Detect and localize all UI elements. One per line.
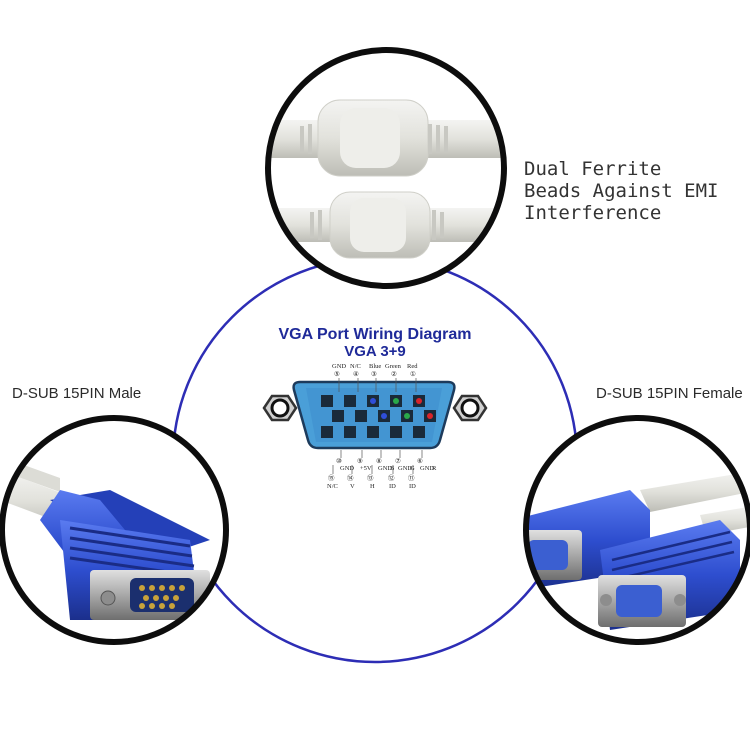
pin-13-num: ⑬ [367, 474, 374, 482]
pin-12-name: ID [389, 483, 396, 490]
pin-14-num: ⑭ [347, 474, 354, 482]
vga-port-diagram: GND ⑤ N/C ④ Blue ③ Green ② Red ① ⑩ GND ⑨… [262, 363, 488, 490]
pin-9-name: +5V [360, 465, 372, 472]
diagram-title: VGA Port Wiring Diagram [278, 326, 472, 343]
top-pin-labels: GND ⑤ N/C ④ Blue ③ Green ② Red ① [332, 363, 418, 378]
pin-1-name: Red [407, 363, 418, 370]
male-connector-photo [0, 415, 229, 645]
pin-3-name: Blue [369, 363, 381, 370]
ferrite-caption: Dual Ferrite Beads Against EMI Interfere… [524, 158, 718, 224]
pin-2-name: Green [385, 363, 402, 370]
male-connector-label: D-SUB 15PIN Male [12, 385, 142, 402]
diagram-subtitle: VGA 3+9 [344, 343, 406, 360]
pin-5-num: ⑤ [334, 370, 340, 378]
pin-10-name: GND [340, 465, 354, 472]
pin-15-num: ⑮ [328, 474, 335, 482]
screw-left-icon [262, 394, 298, 422]
pin-7-suffix: G [410, 465, 415, 472]
pin-row-1 [321, 395, 425, 407]
female-connectors-photo [523, 415, 750, 645]
screw-right-icon [452, 394, 488, 422]
bottom-pin-labels: ⑮ N/C ⑭ V ⑬ H ⑫ ID ⑪ ID [327, 474, 416, 490]
ferrite-caption-line-1: Dual Ferrite [524, 158, 662, 180]
pin-row-2 [332, 410, 436, 422]
female-connector-label: D-SUB 15PIN Female [596, 385, 743, 402]
pin-10-num: ⑩ [336, 457, 342, 465]
pin-7-name: GND [398, 465, 412, 472]
pin-6-suffix: R [432, 465, 437, 472]
pin-11-name: ID [409, 483, 416, 490]
pin-5-name: GND [332, 363, 346, 370]
pin-14-name: V [350, 483, 355, 490]
pin-1-num: ① [410, 370, 416, 378]
pin-8-num: ⑧ [376, 457, 382, 465]
pin-3-num: ③ [371, 370, 377, 378]
pin-4-name: N/C [350, 363, 361, 370]
diagram-ring [171, 256, 579, 664]
mid-pin-labels: ⑩ GND ⑨ +5V ⑧ GND B ⑦ GND G ⑥ GND R [336, 457, 437, 472]
pin-6-name: GND [420, 465, 434, 472]
ferrite-caption-line-3: Interference [524, 202, 662, 224]
pin-12-num: ⑫ [388, 474, 395, 482]
ferrite-beads-photo [265, 47, 507, 289]
pin-8-suffix: B [390, 465, 395, 472]
pin-11-num: ⑪ [408, 474, 415, 482]
pin-6-num: ⑥ [417, 457, 423, 465]
pin-9-num: ⑨ [357, 457, 363, 465]
pin-13-name: H [370, 483, 375, 490]
pin-4-num: ④ [353, 370, 359, 378]
pin-8-name: GND [378, 465, 392, 472]
pin-7-num: ⑦ [395, 457, 401, 465]
ferrite-caption-line-2: Beads Against EMI [524, 180, 719, 202]
pin-2-num: ② [391, 370, 397, 378]
pin-row-3 [321, 426, 425, 438]
pin-15-name: N/C [327, 483, 338, 490]
